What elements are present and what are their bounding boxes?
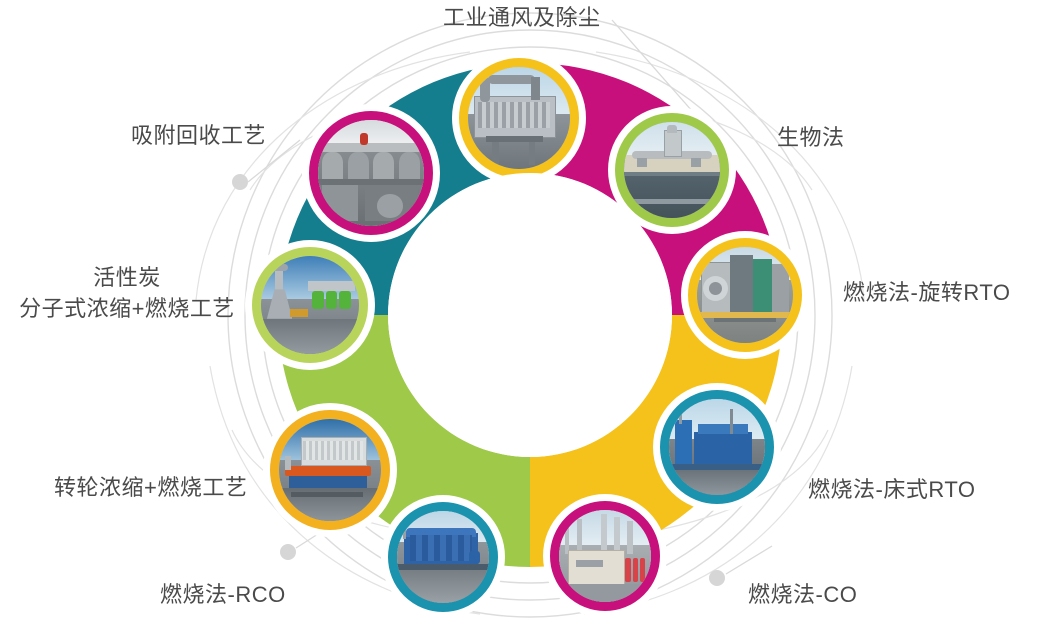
node-photo-activated-carbon-molecular bbox=[261, 256, 359, 354]
decor-arc-outer bbox=[227, 12, 833, 618]
node-label-industrial-ventilation-dust: 工业通风及除尘 bbox=[443, 5, 601, 30]
node-label-activated-carbon-line2: 分子式浓缩+燃烧工艺 bbox=[19, 296, 235, 321]
node-photo-combustion-rotary-rto bbox=[697, 247, 793, 343]
node-industrial-ventilation-dust[interactable] bbox=[459, 58, 579, 178]
node-label-biological-method: 生物法 bbox=[777, 125, 845, 150]
node-label-combustion-rco: 燃烧法-RCO bbox=[160, 582, 286, 607]
node-label-activated-carbon-line1: 活性炭 bbox=[93, 265, 161, 290]
node-label-activated-carbon-molecular: 活性炭 分子式浓缩+燃烧工艺 bbox=[12, 262, 242, 324]
node-photo-combustion-co bbox=[559, 510, 651, 602]
center-hub bbox=[388, 173, 672, 457]
node-label-combustion-bed-rto: 燃烧法-床式RTO bbox=[808, 477, 976, 502]
node-photo-industrial-ventilation-dust bbox=[468, 67, 570, 169]
node-combustion-co[interactable] bbox=[550, 501, 660, 611]
node-label-adsorption-recovery: 吸附回收工艺 bbox=[131, 123, 267, 148]
node-photo-combustion-bed-rto bbox=[669, 399, 765, 495]
decor-dot bbox=[232, 174, 248, 190]
node-label-combustion-rotary-rto: 燃烧法-旋转RTO bbox=[843, 280, 1011, 305]
node-photo-biological-method bbox=[624, 122, 720, 218]
node-photo-rotor-concentration-combustion bbox=[279, 419, 381, 521]
node-adsorption-recovery[interactable] bbox=[309, 111, 433, 235]
decor-arc-mid bbox=[244, 29, 816, 601]
node-photo-adsorption-recovery bbox=[318, 120, 424, 226]
node-activated-carbon-molecular[interactable] bbox=[252, 247, 368, 363]
node-rotor-concentration-combustion[interactable] bbox=[270, 410, 390, 530]
node-label-rotor-concentration-combustion: 转轮浓缩+燃烧工艺 bbox=[54, 475, 248, 500]
node-label-combustion-co: 燃烧法-CO bbox=[748, 582, 858, 607]
node-biological-method[interactable] bbox=[615, 113, 729, 227]
node-combustion-bed-rto[interactable] bbox=[660, 390, 774, 504]
decor-dot bbox=[709, 570, 725, 586]
node-photo-combustion-rco bbox=[397, 511, 489, 603]
node-combustion-rco[interactable] bbox=[388, 502, 498, 612]
node-combustion-rotary-rto[interactable] bbox=[688, 238, 802, 352]
